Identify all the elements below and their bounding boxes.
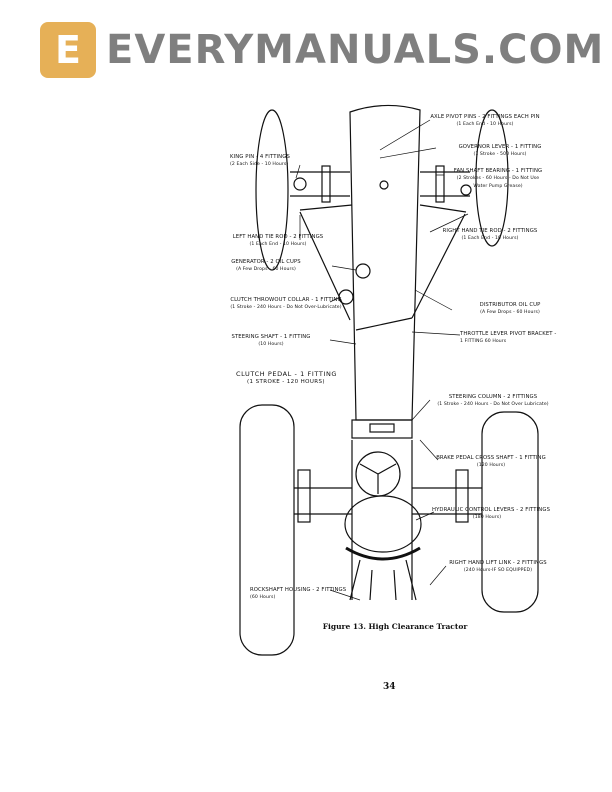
label-rockshaft-housing: ROCKSHAFT HOUSING - 2 FITTINGS (60 Hours) (250, 586, 346, 602)
label-title: DISTRIBUTOR OIL CUP (479, 302, 541, 308)
label-steering-column: STEERING COLUMN - 2 FITTINGS (1 Stroke - … (428, 393, 558, 409)
seat-edge (345, 546, 421, 561)
generator (355, 263, 371, 279)
frame-line (355, 317, 413, 331)
label-right-hand-tie-rod: RIGHT HAND TIE ROD - 2 FITTINGS (1 Each E… (440, 227, 540, 243)
label-right-hand-lift-link: RIGHT HAND LIFT LINK - 2 FITTINGS (240 Ho… (444, 559, 552, 575)
king-pin-right (460, 184, 472, 196)
label-sub: (1 Each End - 10 Hours) (249, 242, 307, 247)
label-title: RIGHT HAND LIFT LINK - 2 FITTINGS (449, 560, 547, 566)
front-left-wheel (255, 109, 289, 271)
hitch-links (349, 559, 417, 601)
label-sub: (2 Strokes - 60 Hours - Do Not Use (456, 176, 540, 181)
label-sub: (10 Hours) (258, 342, 284, 347)
label-title: AXLE PIVOT PINS - 2 FITTINGS EACH PIN (430, 114, 540, 120)
figure-caption: Figure 13. High Clearance Tractor (322, 622, 468, 631)
radiator-cap (379, 180, 389, 190)
label-title: ROCKSHAFT HOUSING - 2 FITTINGS (250, 587, 347, 593)
label-clutch-pedal: CLUTCH PEDAL - 1 FITTING(1 STROKE - 120 … (236, 370, 336, 386)
page-number: 34 (383, 682, 396, 692)
label-title: STEERING SHAFT - 1 FITTING (231, 334, 311, 340)
rear-hub-left (297, 469, 311, 523)
label-title: FAN SHAFT BEARING - 1 FITTING (453, 168, 543, 174)
label-title: KING PIN - 4 FITTINGS (230, 154, 290, 160)
rear-left-wheel (239, 404, 295, 656)
label-left-hand-tie-rod: LEFT HAND TIE ROD - 2 FITTINGS (1 Each En… (228, 233, 328, 249)
dash-panel (369, 423, 395, 433)
label-sub: (180 Hours) (472, 515, 502, 520)
leader-lines (295, 119, 469, 601)
label-sub: (1 Stroke - 240 Hours - Do Not Over-Lubr… (230, 305, 342, 310)
label-title: RIGHT HAND TIE ROD - 2 FITTINGS (442, 228, 538, 234)
label-sub: (60 Hours) (250, 595, 276, 600)
front-right-wheel (475, 109, 509, 247)
label-sub: 1 FITTING 60 Hours (460, 339, 507, 344)
tie-rods (299, 204, 467, 321)
rear-right-wheel (481, 411, 539, 613)
label-hydraulic-control-levers: HYDRAULIC CONTROL LEVERS - 2 FITTINGS (18… (432, 506, 551, 522)
label-sub: (2 Each Side - 10 Hours) (230, 162, 289, 167)
label-brake-pedal-cross-shaft: BRAKE PEDAL CROSS SHAFT - 1 FITTING (120 … (436, 454, 546, 470)
rear-axle (294, 440, 482, 600)
label-title: CLUTCH PEDAL - 1 FITTING (236, 370, 338, 378)
king-pin-left (293, 177, 307, 191)
label-sub: (240 Hours-IF SO EQUIPPED) (463, 568, 533, 573)
label-sub: (1 Stroke - 240 Hours - Do Not Over Lubr… (437, 402, 549, 407)
label-sub: (A Few Drops - 60 Hours) (480, 310, 540, 315)
label-title: STEERING COLUMN - 2 FITTINGS (448, 394, 538, 400)
clutch-collar (338, 289, 354, 305)
label-title: BRAKE PEDAL CROSS SHAFT - 1 FITTING (436, 455, 546, 461)
seat (344, 495, 422, 553)
front-axle (290, 171, 470, 197)
label-distributor-oil-cup: DISTRIBUTOR OIL CUP (A Few Drops - 60 Hou… (470, 301, 550, 317)
label-title: GOVERNOR LEVER - 1 FITTING (458, 144, 542, 150)
label-king-pin: KING PIN - 4 FITTINGS (2 Each Side - 10 H… (230, 153, 290, 169)
label-sub: (1 STROKE - 120 HOURS) (247, 379, 325, 385)
label-throttle-bracket: THROTTLE LEVER PIVOT BRACKET - 1 FITTING … (460, 330, 556, 346)
label-generator: GENERATOR - 2 OIL CUPS (A Few Drops - 60 … (226, 258, 306, 274)
label-fan-shaft-bearing: FAN SHAFT BEARING - 1 FITTING (2 Strokes … (448, 167, 548, 191)
label-steering-shaft: STEERING SHAFT - 1 FITTING (10 Hours) (226, 333, 316, 349)
label-title: LEFT HAND TIE ROD - 2 FITTINGS (232, 234, 324, 240)
dash (351, 419, 413, 439)
axle-bracket-right (435, 165, 445, 203)
watermark-text: EVERYMANUALS.COM (106, 27, 605, 73)
hood (349, 104, 421, 421)
rear-hub-right (455, 469, 469, 523)
watermark-logo-icon: E (40, 22, 96, 78)
axle-bracket-left (321, 165, 331, 203)
label-sub: (1 Stroke - 500 Hours) (473, 152, 527, 157)
label-sub: Water Pump Grease) (473, 184, 523, 189)
watermark: E EVERYMANUALS.COM (40, 22, 604, 78)
label-title: THROTTLE LEVER PIVOT BRACKET - (460, 331, 557, 337)
label-sub: (1 Each End - 10 Hours) (456, 122, 514, 127)
label-sub: (120 Hours) (476, 463, 506, 468)
label-governor-lever: GOVERNOR LEVER - 1 FITTING (1 Stroke - 50… (455, 143, 545, 159)
label-title: GENERATOR - 2 OIL CUPS (231, 259, 301, 265)
steering-spokes (359, 463, 397, 494)
label-sub: (1 Each End - 10 Hours) (461, 236, 519, 241)
label-clutch-throwout-collar: CLUTCH THROWOUT COLLAR - 1 FITTING (1 Str… (226, 296, 346, 312)
label-sub: (A Few Drops - 60 Hours) (236, 267, 296, 272)
label-axle-pivot-pins: AXLE PIVOT PINS - 2 FITTINGS EACH PIN (1 … (425, 113, 545, 129)
label-title: HYDRAULIC CONTROL LEVERS - 2 FITTINGS (432, 507, 551, 513)
label-title: CLUTCH THROWOUT COLLAR - 1 FITTING (230, 297, 342, 303)
